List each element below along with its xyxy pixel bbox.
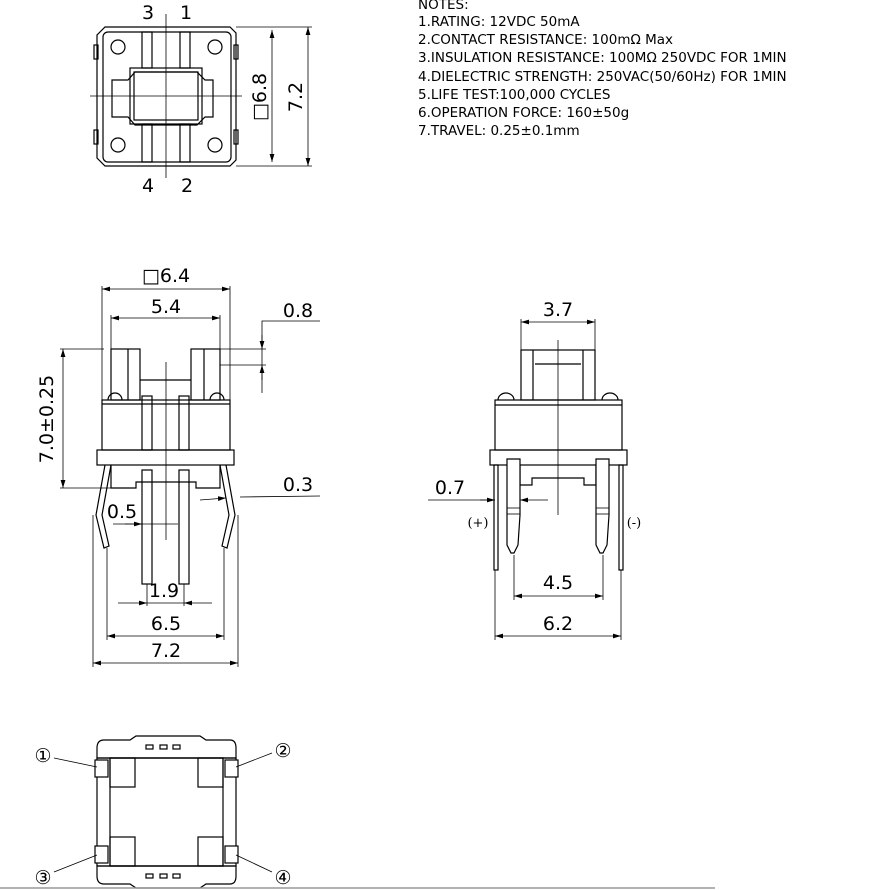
dim-body-square: □6.4 xyxy=(142,265,190,287)
note-6: 6.OPERATION FORCE: 160±50g xyxy=(418,105,629,121)
note-7: 7.TRAVEL: 0.25±0.1mm xyxy=(418,123,580,139)
note-4: 4.DIELECTRIC STRENGTH: 250VAC(50/60Hz) F… xyxy=(418,69,787,85)
dim-lead-span: 6.5 xyxy=(151,613,181,635)
bottom-pin-1: ① xyxy=(34,745,51,767)
polarity-plus: (+) xyxy=(467,516,488,531)
polarity-minus: (-) xyxy=(627,516,642,531)
dim-lead-width: 0.7 xyxy=(435,477,465,499)
note-3: 3.INSULATION RESISTANCE: 100MΩ 250VDC FO… xyxy=(418,50,787,66)
notes-title: NOTES: xyxy=(418,0,469,13)
dim-side-stem: 3.7 xyxy=(543,299,573,321)
front-view: □6.4 5.4 0.8 7.0±0.25 0.3 0.5 1.9 6.5 7.… xyxy=(36,265,321,667)
dim-height: 7.0±0.25 xyxy=(36,375,58,463)
dim-side-span: 6.2 xyxy=(543,613,573,635)
bottom-pin-4: ④ xyxy=(274,867,291,889)
dim-pin-pitch: 1.9 xyxy=(149,580,179,602)
pin-label-4: 4 xyxy=(142,175,154,197)
pin-label-2: 2 xyxy=(181,175,193,197)
bottom-pin-3: ③ xyxy=(34,867,51,889)
dim-inner-square: □6.8 xyxy=(249,73,271,121)
notes: NOTES: 1.RATING: 12VDC 50mA 2.CONTACT RE… xyxy=(418,0,787,139)
pin-label-3: 3 xyxy=(142,2,154,24)
bottom-pin-2: ② xyxy=(274,740,291,762)
note-2: 2.CONTACT RESISTANCE: 100mΩ Max xyxy=(418,32,673,48)
note-5: 5.LIFE TEST:100,000 CYCLES xyxy=(418,87,611,103)
dim-stem-step: 0.8 xyxy=(283,300,313,322)
top-view: 3 1 4 2 □6.8 7.2 xyxy=(90,2,312,197)
dim-overall: 7.2 xyxy=(151,640,181,662)
dim-led-pitch: 4.5 xyxy=(543,572,573,594)
dim-pin-offset: 0.5 xyxy=(107,501,137,523)
pin-label-1: 1 xyxy=(180,2,192,24)
bottom-view: ① ② ③ ④ xyxy=(34,735,292,889)
dim-lead-thickness: 0.3 xyxy=(283,474,313,496)
dim-outer: 7.2 xyxy=(285,82,307,112)
note-1: 1.RATING: 12VDC 50mA xyxy=(418,14,580,30)
dim-stem-width: 5.4 xyxy=(151,296,181,318)
side-view: 3.7 0.7 (+) (-) 4.5 6.2 xyxy=(428,299,641,640)
